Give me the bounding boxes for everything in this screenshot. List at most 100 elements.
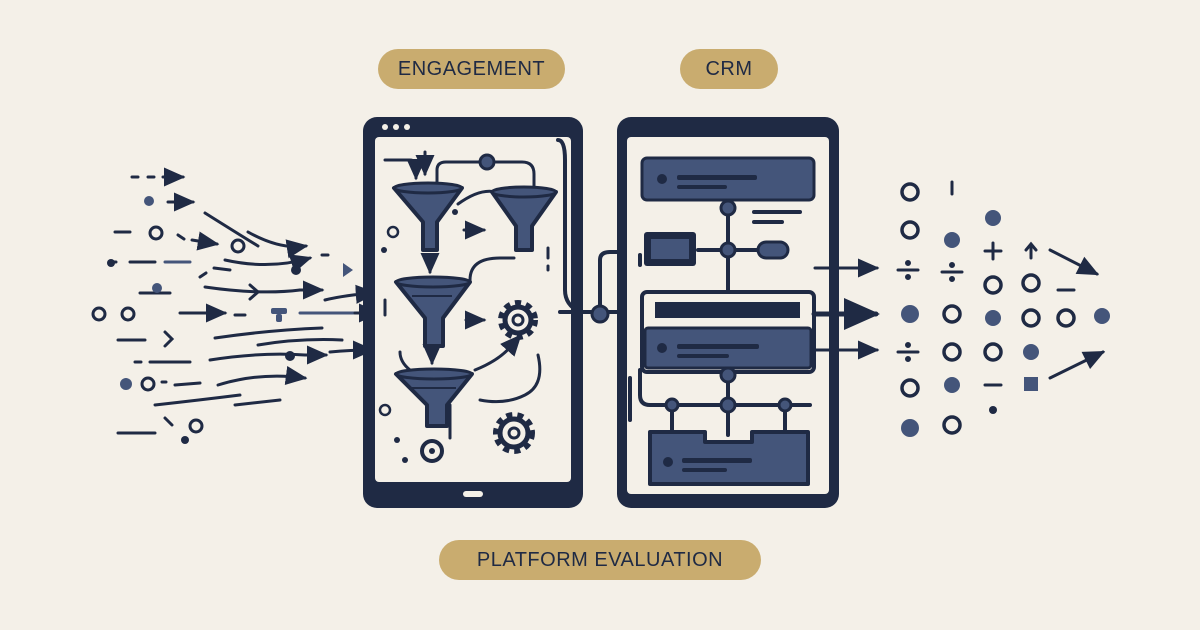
arrow-right-icon bbox=[1048, 248, 1100, 276]
dot-icon bbox=[152, 283, 162, 293]
node-icon bbox=[590, 304, 610, 324]
tablet-connector bbox=[556, 138, 642, 314]
dot-icon bbox=[944, 377, 960, 393]
crm-label: CRM bbox=[680, 49, 778, 89]
flow-line bbox=[468, 256, 516, 282]
text-line bbox=[752, 210, 802, 214]
header-bar bbox=[655, 302, 800, 318]
platform-evaluation-label: PLATFORM EVALUATION bbox=[439, 540, 761, 580]
flow-line bbox=[398, 350, 412, 372]
circle-icon bbox=[983, 342, 1003, 362]
flow-line bbox=[163, 416, 174, 427]
dot-icon bbox=[989, 406, 997, 414]
flow-line bbox=[478, 353, 542, 404]
circle-icon bbox=[386, 225, 400, 239]
circle-icon bbox=[1056, 308, 1076, 328]
module-inner bbox=[651, 239, 689, 259]
engagement-tablet bbox=[363, 117, 583, 508]
outgoing-data-symbols bbox=[896, 180, 1110, 437]
dot-icon bbox=[901, 419, 919, 437]
node-icon bbox=[478, 153, 496, 171]
node-icon bbox=[664, 397, 680, 413]
text-line bbox=[677, 354, 729, 358]
circle-icon bbox=[983, 275, 1003, 295]
flow-line bbox=[203, 211, 260, 248]
dot-icon bbox=[985, 210, 1001, 226]
circle-icon bbox=[942, 304, 962, 324]
divide-icon bbox=[896, 342, 920, 362]
arrow-up-icon bbox=[1024, 241, 1038, 260]
circle-icon bbox=[1021, 273, 1041, 293]
flow-line bbox=[213, 326, 324, 340]
circle-icon bbox=[942, 415, 962, 435]
chevron-right-icon bbox=[163, 330, 175, 348]
circle-icon bbox=[900, 220, 920, 240]
text-line bbox=[752, 220, 784, 224]
flow-line bbox=[494, 160, 536, 188]
circle-icon bbox=[140, 376, 156, 392]
dot-icon bbox=[144, 196, 154, 206]
dot-icon bbox=[381, 247, 387, 253]
circle-icon bbox=[188, 418, 204, 434]
window-dot bbox=[382, 124, 388, 130]
flow-line bbox=[435, 160, 482, 187]
flow-line bbox=[198, 266, 232, 279]
circle-icon bbox=[148, 225, 164, 241]
text-line bbox=[677, 344, 759, 349]
arrow-right-icon bbox=[208, 345, 329, 365]
incoming-data-points bbox=[91, 196, 353, 444]
flow-line bbox=[638, 368, 812, 407]
circle-icon bbox=[900, 378, 920, 398]
funnel-icon bbox=[490, 185, 558, 252]
incoming-data-flow bbox=[108, 177, 381, 435]
flow-line bbox=[256, 338, 344, 347]
dot-icon bbox=[402, 457, 408, 463]
pill-marker-icon bbox=[276, 314, 282, 322]
play-icon bbox=[343, 263, 353, 277]
engagement-label: ENGAGEMENT bbox=[378, 49, 565, 89]
circle-icon bbox=[120, 306, 136, 322]
arrow-right-icon bbox=[246, 230, 309, 259]
flow-line bbox=[153, 393, 242, 407]
square-icon bbox=[1024, 377, 1038, 391]
dot-icon bbox=[291, 265, 301, 275]
dash-icon bbox=[160, 380, 202, 387]
circle-icon bbox=[378, 403, 392, 417]
dash-icon bbox=[233, 398, 282, 407]
circle-icon bbox=[900, 182, 920, 202]
funnel-icon bbox=[394, 275, 472, 348]
toggle-pill bbox=[756, 240, 790, 260]
avatar-dot bbox=[657, 174, 667, 184]
divide-icon bbox=[896, 260, 920, 280]
node-icon bbox=[719, 199, 737, 217]
arrow-right-icon bbox=[223, 254, 313, 273]
funnel-icon bbox=[394, 367, 474, 428]
circle-icon bbox=[942, 342, 962, 362]
avatar-dot bbox=[657, 343, 667, 353]
dot-icon bbox=[1094, 308, 1110, 324]
text-line bbox=[677, 185, 727, 189]
text-line bbox=[682, 458, 752, 463]
avatar-dot bbox=[663, 457, 673, 467]
flow-line bbox=[203, 285, 302, 294]
text-line bbox=[677, 175, 757, 180]
arrow-up-icon bbox=[473, 334, 522, 372]
dot-icon bbox=[901, 305, 919, 323]
text-line bbox=[682, 468, 727, 472]
funnel-icon bbox=[392, 181, 464, 252]
gear-icon bbox=[498, 300, 538, 340]
window-dot bbox=[393, 124, 399, 130]
dot-icon bbox=[394, 437, 400, 443]
node-icon bbox=[777, 397, 793, 413]
dot-icon bbox=[285, 351, 295, 361]
dot-icon bbox=[107, 259, 115, 267]
dot-icon bbox=[181, 436, 189, 444]
node-icon bbox=[719, 366, 737, 384]
window-dot bbox=[404, 124, 410, 130]
node-icon bbox=[719, 396, 737, 414]
circle-icon bbox=[1021, 308, 1041, 328]
gear-icon bbox=[493, 412, 535, 454]
dot-icon bbox=[120, 378, 132, 390]
dot-icon bbox=[944, 232, 960, 248]
